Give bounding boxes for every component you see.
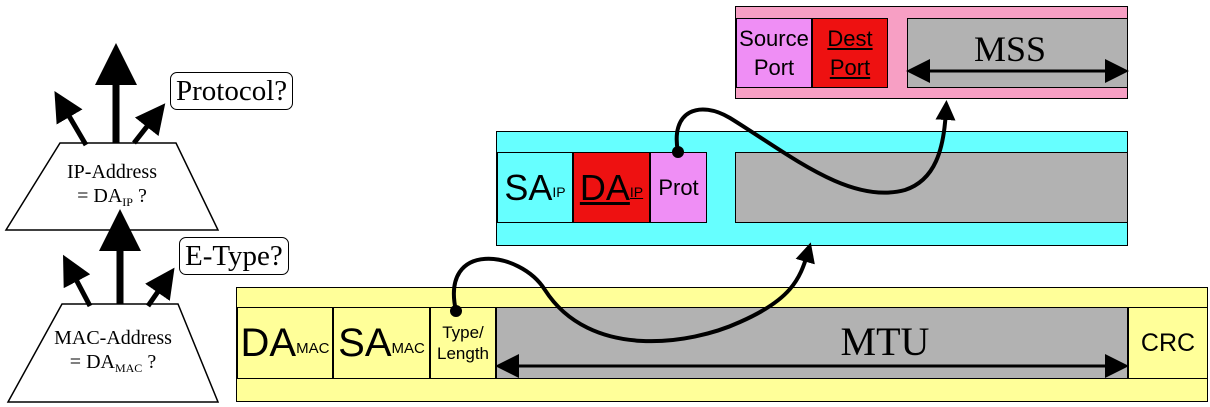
tcp-dest-line2: Port [829,55,871,80]
ip-filter-label: IP-Address = DAIP ? [6,160,218,210]
eth-type-line2: Length [437,344,489,363]
ip-filter-line1: IP-Address [67,161,157,183]
mac-filter-trapezoid [6,303,220,403]
tcp-source-line1: Source [739,26,809,51]
eth-type-line1: Type/ [442,323,484,342]
protocol-question: Protocol? [170,72,294,110]
etype-pointer-dot [450,305,462,317]
ip-prot-field: Prot [650,152,707,223]
prot-pointer-dot [672,146,684,158]
ip-right-arrow [132,103,166,145]
mac-filter-line1: MAC-Address [54,327,172,349]
eth-type-field: Type/ Length [430,307,496,379]
ip-filter-trapezoid [4,142,220,231]
tcp-dest-port-field: Dest Port [812,18,888,88]
tcp-source-port-field: Source Port [736,18,812,88]
ip-left-arrow [54,91,89,147]
eth-crc-field: CRC [1128,307,1208,379]
etype-question: E-Type? [179,237,289,275]
mac-filter-label: MAC-Address = DAMAC ? [8,326,218,376]
tcp-dest-line1: Dest [827,26,873,51]
ip-filter-line2: = DAIP ? [77,185,147,210]
mac-right-arrow [145,267,175,308]
tcp-source-line2: Port [753,55,795,80]
prot-pointer-curve [674,100,956,195]
mac-filter-line2: = DAMAC ? [69,351,157,376]
mac-left-arrow [63,254,93,308]
etype-pointer-curve [452,242,815,344]
